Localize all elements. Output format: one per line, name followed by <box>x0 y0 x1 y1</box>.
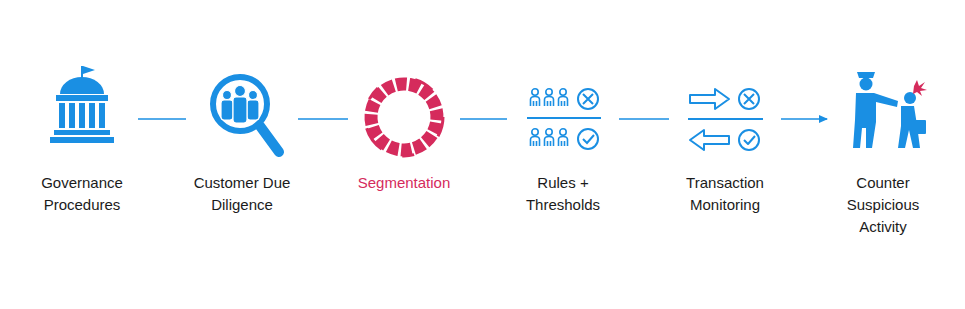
flow-connector <box>298 118 348 120</box>
governance-icon <box>50 66 114 143</box>
icon-space <box>827 66 939 172</box>
divider-line <box>527 117 601 119</box>
rules-icon <box>527 89 601 149</box>
police-icon <box>853 72 927 148</box>
magnifier-icon <box>213 77 279 152</box>
person-body <box>233 97 247 123</box>
divider-line <box>688 118 763 120</box>
step-node: Segmentation <box>348 66 460 194</box>
person-head <box>249 91 258 100</box>
column <box>99 103 105 128</box>
frieze <box>56 95 108 101</box>
incoming-arrow <box>690 130 729 150</box>
reject-circle <box>578 89 598 109</box>
reject-cross <box>583 94 593 104</box>
ring-segments <box>366 79 442 155</box>
column <box>59 103 65 128</box>
step-label: Segmentation <box>348 172 460 194</box>
officer-head <box>860 78 873 91</box>
flow-connector <box>619 118 669 120</box>
step-label: Rules + Thresholds <box>507 172 619 216</box>
flag-pole <box>81 66 83 78</box>
accept-circle <box>578 129 598 149</box>
accept-check <box>583 135 594 143</box>
stolen-bag <box>914 120 926 134</box>
accept-check <box>744 136 755 144</box>
step-node: Customer Due Diligence <box>186 66 298 216</box>
base <box>50 137 114 143</box>
reject-cross <box>744 94 754 104</box>
step-label: Transaction Monitoring <box>669 172 781 216</box>
icon-space <box>26 66 138 172</box>
step <box>54 130 110 135</box>
step-node: Rules + Thresholds <box>507 66 619 216</box>
column <box>79 103 85 128</box>
magnifier-handle <box>260 126 279 152</box>
step-node: Governance Procedures <box>26 66 138 216</box>
suspect-head <box>904 92 916 104</box>
flow-connector <box>781 118 827 120</box>
flow-connector <box>460 118 507 120</box>
step-node: Transaction Monitoring <box>669 66 781 216</box>
police-cap <box>857 72 875 78</box>
impact-burst <box>913 80 927 96</box>
column <box>89 103 95 128</box>
icon-space <box>186 66 298 172</box>
person-body <box>247 100 259 120</box>
step-label: Governance Procedures <box>26 172 138 216</box>
magnifier-lens <box>213 77 267 131</box>
ring-outer-segments <box>365 78 443 156</box>
flag <box>83 66 95 74</box>
person-head <box>223 91 232 100</box>
step-node: Counter Suspicious Activity <box>827 66 939 238</box>
step-label: Counter Suspicious Activity <box>827 172 939 238</box>
outgoing-arrow <box>690 89 729 109</box>
flow-connector <box>138 118 186 120</box>
segmentation-ring <box>365 78 443 156</box>
icon-space <box>669 66 781 172</box>
person-head <box>235 86 246 97</box>
person-body <box>221 100 233 120</box>
reject-circle <box>739 89 759 109</box>
icon-space <box>507 66 619 172</box>
step-label: Customer Due Diligence <box>186 172 298 216</box>
column <box>69 103 75 128</box>
officer-body <box>853 93 898 148</box>
transaction-icon <box>688 89 763 150</box>
dome <box>60 77 104 94</box>
icon-space <box>348 66 460 172</box>
accept-circle <box>739 130 759 150</box>
